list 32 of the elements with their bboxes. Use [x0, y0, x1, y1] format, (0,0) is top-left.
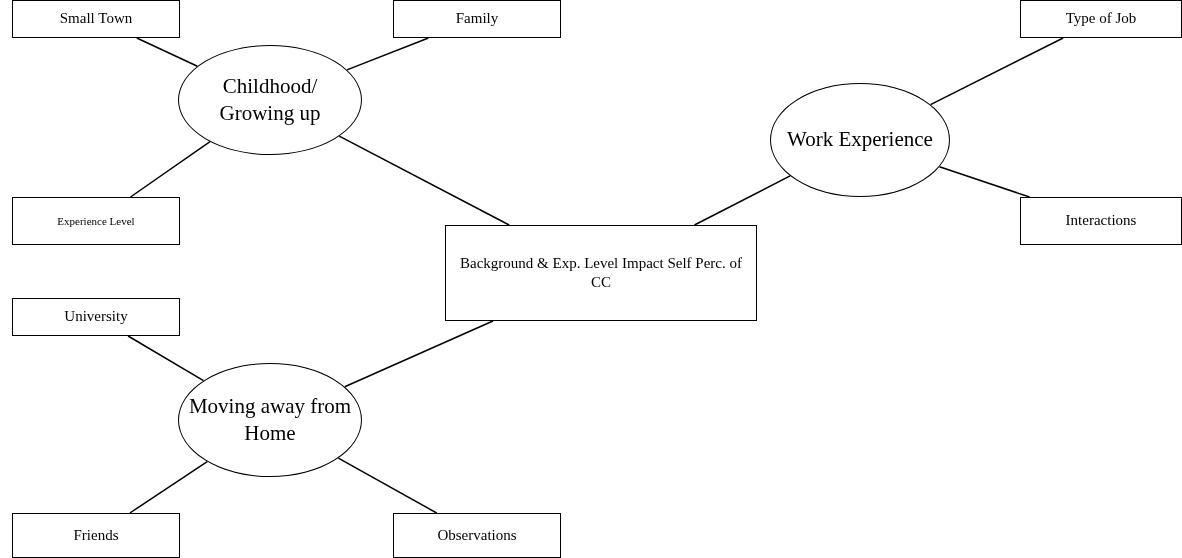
node-label: Type of Job	[1065, 9, 1137, 29]
connector-line	[938, 165, 1031, 198]
text-box	[12, 298, 180, 336]
connector-line	[346, 37, 430, 71]
node-label: Small Town	[59, 9, 133, 29]
connector-line	[129, 460, 208, 514]
node-label: Background & Exp. Level Impact Self Perc. of CC	[459, 253, 743, 292]
text-box	[1020, 197, 1182, 245]
node-label: Moving away from Home	[187, 392, 353, 447]
node-label: Friends	[73, 525, 119, 545]
node-label: Interactions	[1065, 211, 1137, 231]
text-box	[1020, 0, 1182, 38]
text-box	[12, 0, 180, 38]
node-label: Experience Level	[57, 213, 135, 229]
connector-line	[129, 140, 211, 198]
connector-line	[338, 135, 510, 226]
node-label: Family	[455, 9, 499, 29]
node-label: University	[64, 307, 128, 327]
connector-line	[344, 320, 494, 388]
node-label: Observations	[437, 525, 517, 545]
text-box	[445, 225, 757, 321]
connector-line	[127, 335, 205, 382]
connector-line	[693, 175, 791, 226]
connector-line	[337, 457, 438, 514]
connector-line	[136, 37, 199, 67]
node-label: Childhood/ Growing up	[218, 72, 322, 127]
text-box	[12, 513, 180, 558]
node-label: Work Experience	[787, 126, 933, 154]
text-box	[393, 513, 561, 558]
text-box	[393, 0, 561, 38]
connector-line	[929, 37, 1064, 106]
text-box	[12, 197, 180, 245]
